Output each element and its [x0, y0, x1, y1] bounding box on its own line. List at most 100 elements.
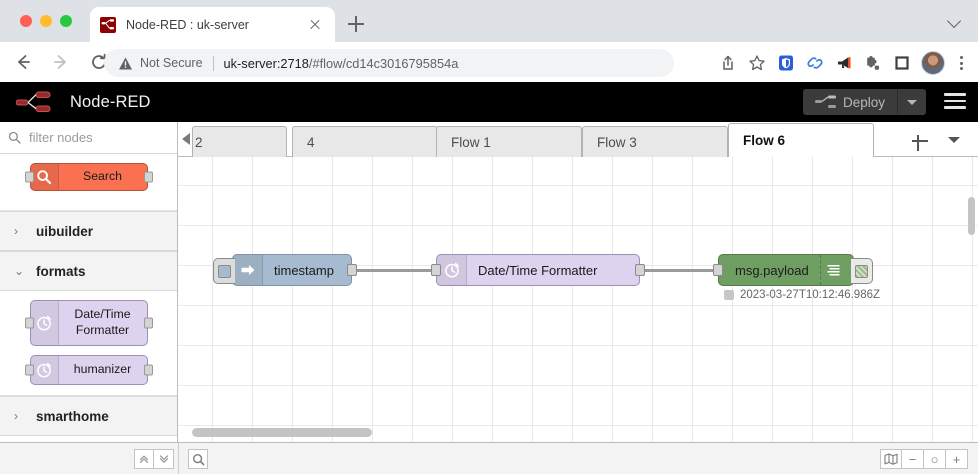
close-icon[interactable] — [305, 15, 325, 35]
debug-icon-area — [819, 255, 847, 285]
link-extension-icon[interactable] — [801, 49, 829, 77]
hamburger-menu-icon[interactable] — [944, 93, 966, 109]
flow-tab-4[interactable]: 4 — [292, 126, 438, 157]
palette-collapse-controls — [134, 449, 174, 469]
zoom-reset-button[interactable]: ○ — [924, 449, 946, 469]
flow-list-menu-icon[interactable] — [946, 135, 962, 147]
magnifier-icon — [30, 164, 59, 190]
shield-extension-icon[interactable] — [772, 49, 800, 77]
palette-body: Search › uibuilder ⌄ formats — [0, 154, 177, 442]
canvas-zoom-controls: − ○ + — [880, 449, 968, 469]
palette-category-label: smarthome — [36, 408, 109, 424]
square-extension-icon[interactable] — [888, 49, 916, 77]
canvas-horizontal-scrollbar[interactable] — [192, 428, 372, 437]
nodered-favicon — [100, 16, 116, 33]
search-flows-icon[interactable] — [188, 449, 208, 469]
flow-tab-flow-1[interactable]: Flow 1 — [436, 126, 582, 157]
flow-node-label: msg.payload — [735, 262, 809, 278]
flow-tab-label: Flow 6 — [743, 133, 786, 148]
node-input-port[interactable] — [431, 264, 441, 276]
security-status-label: Not Secure — [140, 56, 203, 70]
browser-tab[interactable]: Node-RED : uk-server — [90, 7, 335, 42]
deploy-button[interactable]: Deploy — [802, 89, 926, 115]
zoom-out-button[interactable]: − — [902, 449, 924, 469]
node-output-port[interactable] — [347, 264, 357, 276]
node-input-port[interactable] — [713, 264, 723, 276]
node-output-port[interactable] — [635, 264, 645, 276]
profile-avatar[interactable] — [921, 51, 945, 75]
browser-menu-kebab[interactable] — [950, 49, 972, 77]
minimize-window-button[interactable] — [40, 15, 52, 27]
flow-node-label: Date/Time Formatter — [478, 262, 598, 278]
node-output-port[interactable] — [143, 317, 153, 329]
maximize-window-button[interactable] — [60, 15, 72, 27]
clock-icon — [30, 356, 59, 384]
palette-node-label: Date/Time Formatter — [74, 307, 131, 337]
flow-tab-flow-3[interactable]: Flow 3 — [582, 126, 728, 157]
browser-toolbar-icons — [714, 49, 972, 77]
canvas-vertical-scrollbar[interactable] — [968, 197, 975, 235]
browser-tabstrip: Node-RED : uk-server — [0, 0, 978, 42]
url-path: /#flow/cd14c3016795854a — [308, 55, 459, 71]
deploy-icon — [814, 95, 837, 109]
flow-node-debug[interactable]: msg.payload — [713, 254, 873, 286]
close-window-button[interactable] — [20, 15, 32, 27]
statusbar-divider — [178, 443, 179, 474]
share-icon[interactable] — [714, 49, 742, 77]
palette-search-row — [0, 122, 177, 154]
chevron-right-icon: › — [14, 224, 18, 238]
flow-tab-clipped[interactable]: 2 — [192, 126, 287, 157]
node-input-port[interactable] — [24, 171, 34, 183]
url-host: uk-server:2718 — [223, 55, 309, 71]
zoom-in-button[interactable]: + — [946, 449, 968, 469]
chevron-down-icon[interactable] — [948, 14, 962, 28]
flow-node-datetime-formatter[interactable]: Date/Time Formatter — [431, 254, 645, 286]
navigator-map-icon[interactable] — [880, 449, 902, 469]
node-input-port[interactable] — [24, 364, 34, 376]
megaphone-extension-icon[interactable] — [830, 49, 858, 77]
clock-icon — [30, 301, 59, 345]
palette-node-label: Search — [83, 169, 122, 184]
back-arrow-icon[interactable] — [8, 47, 38, 77]
status-dot-icon — [724, 290, 734, 300]
palette-category-uibuilder[interactable]: › uibuilder — [0, 211, 177, 251]
inject-trigger-button[interactable] — [213, 258, 235, 284]
flow-node-label: timestamp — [274, 262, 334, 278]
debug-enable-toggle[interactable] — [851, 258, 873, 284]
debug-lines-icon — [821, 255, 847, 285]
filter-nodes-input[interactable] — [27, 129, 157, 146]
flow-canvas[interactable]: timestamp Date/Time Formatter — [178, 157, 978, 442]
chevron-down-icon[interactable] — [898, 89, 926, 115]
expand-all-icon[interactable] — [154, 449, 174, 469]
flow-tab-label: Flow 1 — [451, 134, 491, 150]
wire-inject-to-formatter[interactable] — [350, 269, 436, 272]
palette-category-smarthome[interactable]: › smarthome — [0, 396, 177, 436]
palette-category-formats[interactable]: ⌄ formats — [0, 251, 177, 291]
flow-tab-flow-6[interactable]: Flow 6 — [728, 123, 874, 157]
node-output-port[interactable] — [143, 364, 153, 376]
forward-arrow-icon[interactable] — [46, 47, 76, 77]
window-traffic-lights — [20, 15, 72, 27]
puzzle-extensions-icon[interactable] — [859, 49, 887, 77]
new-tab-button[interactable] — [345, 13, 367, 35]
deploy-divider — [897, 89, 898, 115]
palette-node-humanizer[interactable]: humanizer — [24, 355, 153, 385]
bookmark-star-icon[interactable] — [743, 49, 771, 77]
flow-node-status: 2023-03-27T10:12:46.986Z — [724, 289, 880, 301]
flow-tab-label: 2 — [195, 134, 203, 150]
nodered-logo — [15, 90, 62, 114]
collapse-all-icon[interactable] — [134, 449, 154, 469]
palette-node-datetime-formatter[interactable]: Date/Time Formatter — [24, 300, 153, 346]
deploy-label: Deploy — [842, 94, 885, 110]
address-bar[interactable]: Not Secure uk-server:2718/#flow/cd14c301… — [104, 49, 674, 77]
scroll-tabs-left-icon[interactable] — [181, 130, 193, 148]
arrow-right-icon — [233, 255, 263, 285]
chevron-down-icon: ⌄ — [14, 264, 25, 278]
flow-node-inject[interactable]: timestamp — [213, 254, 357, 286]
add-flow-icon[interactable] — [910, 131, 930, 151]
node-input-port[interactable] — [24, 317, 34, 329]
node-output-port[interactable] — [143, 171, 153, 183]
wire-formatter-to-debug[interactable] — [635, 269, 718, 272]
palette-node-search[interactable]: Search — [24, 163, 153, 191]
